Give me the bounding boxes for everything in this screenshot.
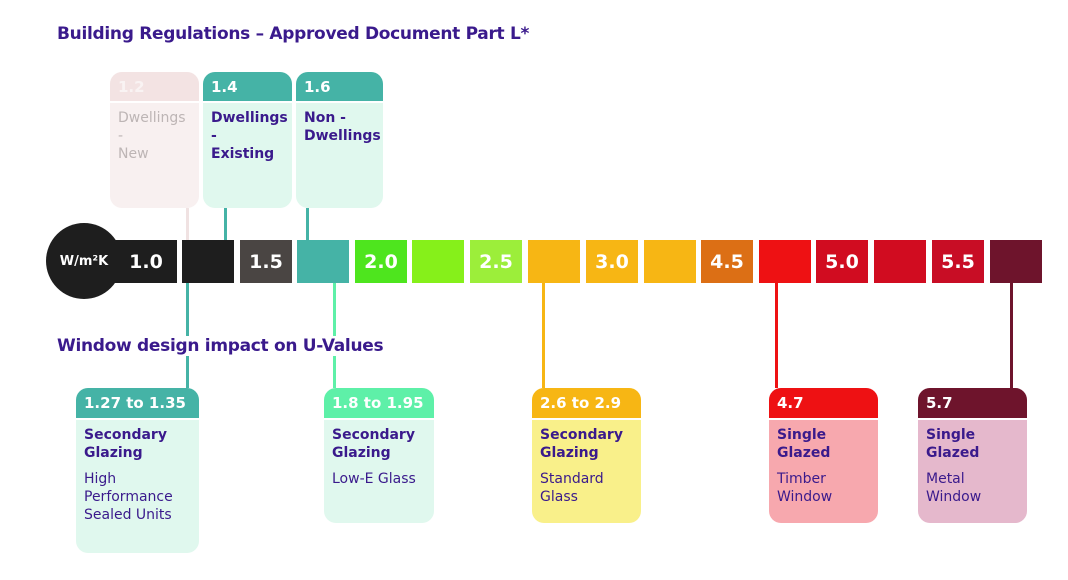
scale-segment: 5.5 [932, 240, 984, 283]
connector-high-performance [186, 283, 189, 388]
regulation-value: 1.4 [203, 72, 292, 103]
regulation-line2: Dwellings [304, 128, 381, 144]
window-u-value: 2.6 to 2.9 [532, 388, 641, 420]
window-u-value: 1.8 to 1.95 [324, 388, 434, 420]
connector-non-dwellings [306, 208, 309, 240]
window-glazing-type: Secondary Glazing [540, 427, 623, 461]
regulation-box: 1.6 Non - Dwellings [296, 72, 383, 208]
scale-segment [874, 240, 926, 283]
scale-segment: 4.5 [701, 240, 753, 283]
connector-dwellings-existing [224, 208, 227, 240]
scale-label: 1.5 [249, 250, 283, 273]
scale-segment: 5.0 [816, 240, 868, 283]
connector-metal [1010, 283, 1013, 388]
scale-segment [182, 240, 234, 283]
regulation-line1: Dwellings - [211, 110, 288, 144]
connector-dwellings-new [186, 208, 189, 240]
scale-label: 3.0 [595, 250, 629, 273]
scale-segment: 2.0 [355, 240, 407, 283]
window-glazing-type: Secondary Glazing [84, 427, 167, 461]
regulation-box: 1.4 Dwellings - Existing [203, 72, 292, 208]
scale-segment: 1.5 [240, 240, 292, 283]
connector-standard-glass [542, 283, 545, 388]
regulation-line1: Non - [304, 110, 346, 126]
scale-segment: 3.0 [586, 240, 638, 283]
connector-timber [775, 283, 778, 388]
window-detail: High Performance Sealed Units [84, 471, 173, 523]
window-detail: Low-E Glass [332, 471, 416, 487]
scale-segment [528, 240, 580, 283]
connector-low-e [333, 283, 336, 388]
regulation-line1: Dwellings - [118, 110, 186, 144]
scale-label: 4.5 [710, 250, 744, 273]
regulation-value: 1.6 [296, 72, 383, 103]
window-detail: Metal Window [926, 471, 982, 505]
scale-label: 2.5 [479, 250, 513, 273]
window-glazing-type: Single Glazed [926, 427, 980, 461]
scale-segment: 2.5 [470, 240, 522, 283]
scale-segment [644, 240, 696, 283]
scale-segment [990, 240, 1042, 283]
regulation-value: 1.2 [110, 72, 199, 103]
window-design-title: Window design impact on U-Values [57, 336, 388, 356]
unit-badge: W/m²K [46, 223, 122, 299]
scale-segment [759, 240, 811, 283]
scale-label: 1.0 [129, 250, 163, 273]
scale-label: 2.0 [364, 250, 398, 273]
regulation-line2: New [118, 146, 149, 162]
scale-label: 5.5 [941, 250, 975, 273]
window-u-value: 4.7 [769, 388, 878, 420]
scale-segment [297, 240, 349, 283]
scale-label: 5.0 [825, 250, 859, 273]
window-glazing-type: Secondary Glazing [332, 427, 415, 461]
window-u-value: 5.7 [918, 388, 1027, 420]
regulation-box: 1.2 Dwellings - New [110, 72, 199, 208]
window-detail: Timber Window [777, 471, 833, 505]
window-u-value: 1.27 to 1.35 [76, 388, 199, 420]
scale-segment [412, 240, 464, 283]
regulations-title: Building Regulations – Approved Document… [57, 24, 534, 44]
window-detail: Standard Glass [540, 471, 604, 505]
window-glazing-type: Single Glazed [777, 427, 831, 461]
regulation-line2: Existing [211, 146, 275, 162]
